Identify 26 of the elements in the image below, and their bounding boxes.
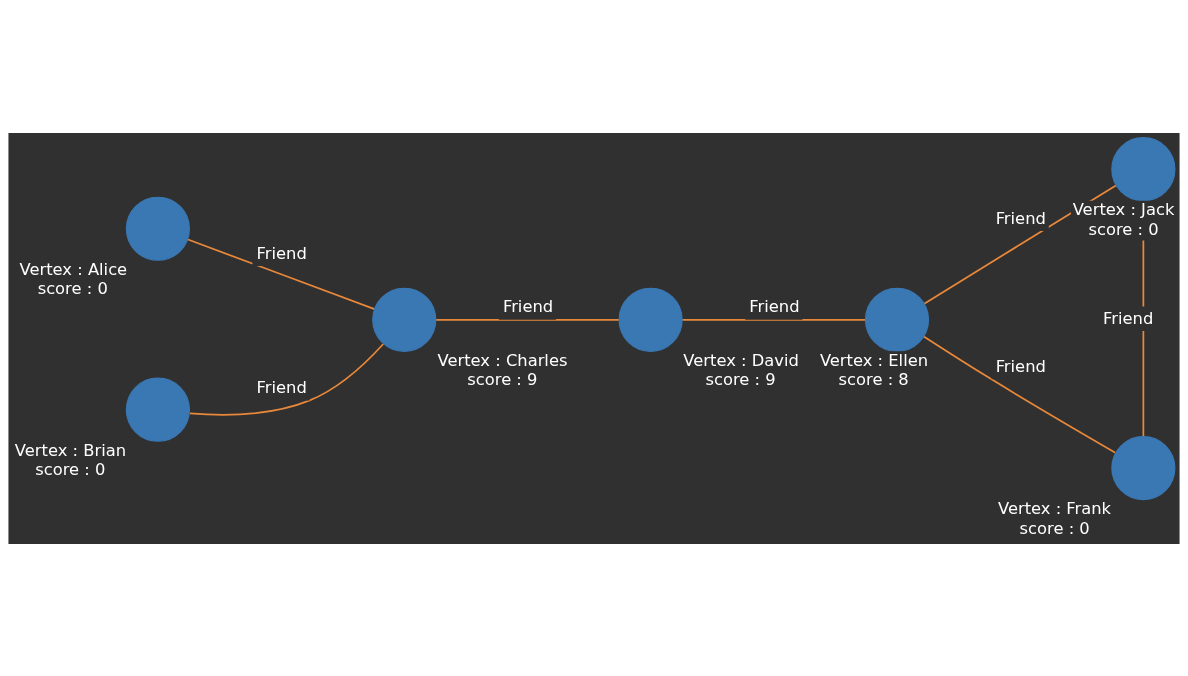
node-circle [1111, 435, 1176, 500]
node-label: Vertex : Charles [437, 350, 568, 370]
node-circle [372, 287, 437, 352]
node-circle [618, 287, 683, 352]
node-text: Vertex : Ellen score : 8 [819, 350, 929, 389]
edge-label: Friend [995, 208, 1046, 228]
connector [922, 335, 1117, 454]
connector [188, 342, 385, 416]
node-label: Vertex : Alice [19, 259, 128, 279]
node-label: score : 9 [467, 369, 538, 389]
edge-label: Friend [256, 243, 307, 263]
node-label: Vertex : Frank [997, 498, 1112, 518]
node-circle [125, 196, 190, 261]
node-label: Vertex : Brian [14, 439, 127, 459]
node-label: score : 0 [37, 278, 108, 298]
edge-label: Friend [256, 377, 307, 397]
node-label: score : 9 [705, 369, 776, 389]
node-label: Vertex : David [683, 350, 799, 370]
edge-label: Friend [502, 296, 554, 316]
edge-label: Friend [1103, 308, 1154, 328]
edge-label: Friend [995, 356, 1046, 376]
edge-label: Friend [749, 296, 800, 316]
node-label: score : 0 [35, 459, 106, 479]
node-circle [125, 377, 190, 442]
connector [923, 184, 1117, 305]
node-label: score : 0 [1019, 518, 1090, 538]
